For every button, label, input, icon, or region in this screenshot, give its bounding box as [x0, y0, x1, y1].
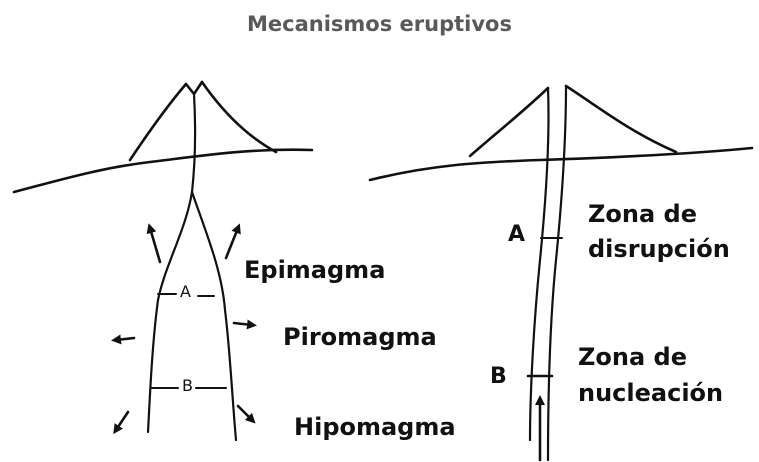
right-conduit-left-wall	[530, 88, 549, 440]
arrow-hipomagma-right	[238, 406, 252, 420]
arrow-piromagma-left	[116, 338, 134, 340]
left-marker-a: A	[180, 282, 191, 301]
right-ground-line	[370, 148, 752, 180]
label-zona-disrupcion-line2: disrupción	[588, 234, 730, 264]
arrow-epimagma-left	[150, 228, 160, 262]
label-hipomagma: Hipomagma	[294, 412, 456, 442]
left-volcano-cone-right	[202, 82, 276, 152]
arrow-piromagma-right	[234, 323, 252, 325]
label-zona-nucleacion-line2: nucleación	[578, 378, 723, 408]
right-volcano-cone-right	[566, 86, 676, 152]
right-marker-b: B	[490, 364, 507, 389]
arrow-epimagma-right	[226, 228, 238, 258]
right-conduit-right-wall	[548, 86, 566, 460]
right-volcano-cone-left	[470, 88, 548, 156]
left-marker-b: B	[182, 376, 193, 395]
arrow-hipomagma-left	[116, 412, 128, 430]
label-epimagma: Epimagma	[244, 255, 385, 285]
left-ground-line	[14, 150, 312, 192]
left-chamber-wall-right	[192, 192, 236, 440]
label-zona-disrupcion-line1: Zona de	[588, 199, 697, 229]
right-marker-a: A	[508, 222, 525, 247]
label-zona-nucleacion-line1: Zona de	[578, 342, 687, 372]
left-volcano-crater	[186, 82, 202, 94]
label-piromagma: Piromagma	[283, 322, 437, 352]
left-volcano-cone-left	[130, 84, 186, 160]
